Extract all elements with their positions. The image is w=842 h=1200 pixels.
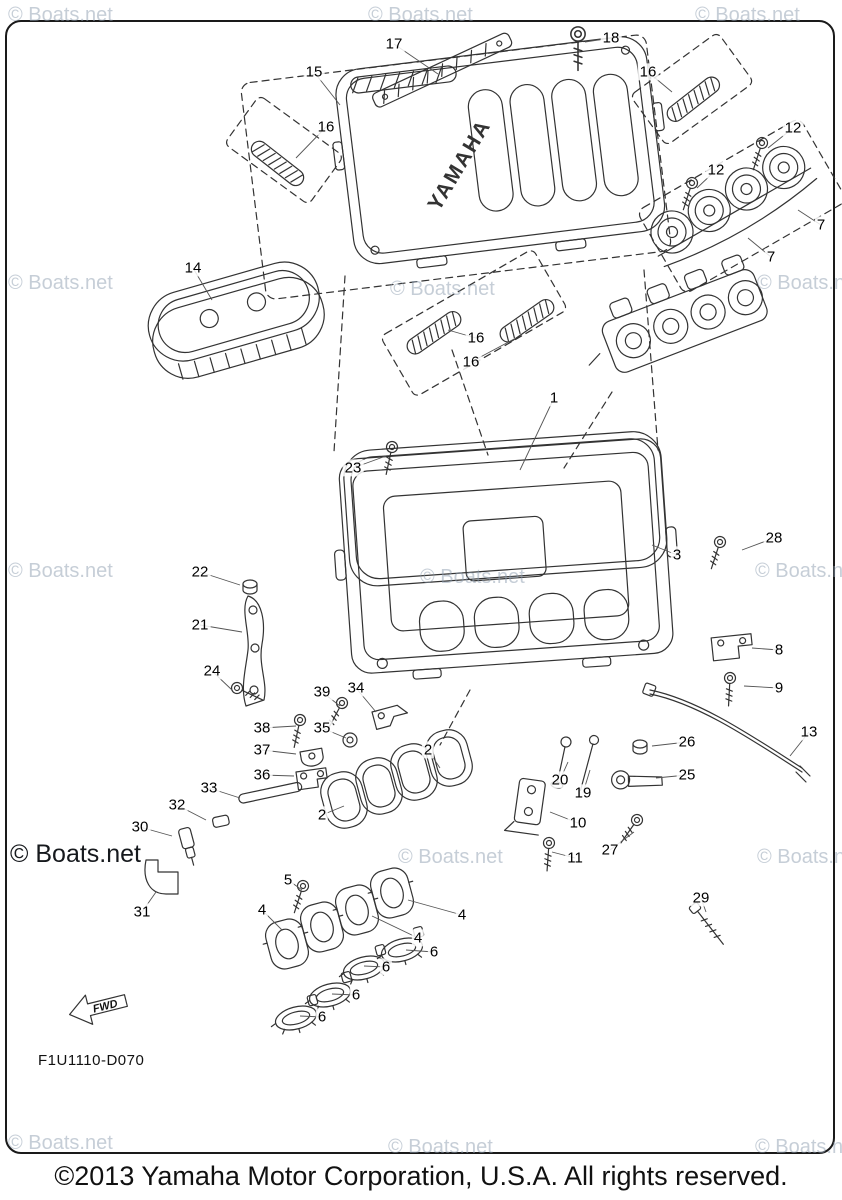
callout-11: 11 bbox=[565, 849, 585, 867]
callout-36: 36 bbox=[251, 766, 273, 784]
callout-20: 20 bbox=[549, 771, 571, 789]
carburetor-joints bbox=[642, 138, 818, 268]
fwd-arrow-label: FWD bbox=[92, 998, 119, 1016]
grommet-35 bbox=[342, 732, 358, 748]
bolt-19 bbox=[579, 734, 600, 791]
bracket-arm bbox=[242, 595, 266, 707]
callout-37: 37 bbox=[251, 741, 273, 759]
callout-8: 8 bbox=[772, 641, 786, 659]
valve-30 bbox=[178, 826, 196, 866]
callout-26: 26 bbox=[676, 733, 698, 751]
callout-27: 27 bbox=[599, 841, 621, 859]
bracket-10 bbox=[503, 777, 546, 836]
callout-3: 3 bbox=[670, 546, 684, 564]
callout-2: 2 bbox=[315, 806, 329, 824]
callout-19: 19 bbox=[572, 784, 594, 802]
clamp-37 bbox=[299, 747, 324, 767]
callout-29: 29 bbox=[690, 889, 712, 907]
callout-16: 16 bbox=[465, 329, 487, 347]
callout-6: 6 bbox=[315, 1008, 329, 1026]
callout-30: 30 bbox=[129, 818, 151, 836]
case-seal bbox=[343, 431, 668, 587]
callout-16: 16 bbox=[315, 118, 337, 136]
spacer-32 bbox=[211, 814, 230, 828]
callout-35: 35 bbox=[311, 719, 333, 737]
air-filter-element bbox=[147, 261, 325, 380]
callout-16: 16 bbox=[460, 353, 482, 371]
callout-22: 22 bbox=[189, 563, 211, 581]
callout-4: 4 bbox=[255, 901, 269, 919]
callout-12: 12 bbox=[782, 119, 804, 137]
callout-39: 39 bbox=[311, 683, 333, 701]
callout-7: 7 bbox=[814, 216, 828, 234]
callout-28: 28 bbox=[763, 529, 785, 547]
rod-33 bbox=[238, 781, 303, 804]
callout-15: 15 bbox=[303, 63, 325, 81]
bracket-8 bbox=[710, 633, 753, 662]
callout-4: 4 bbox=[411, 929, 425, 947]
callout-31: 31 bbox=[131, 903, 153, 921]
diagram-code: F1U1110-D070 bbox=[38, 1052, 145, 1069]
callout-16: 16 bbox=[637, 63, 659, 81]
callout-32: 32 bbox=[166, 796, 188, 814]
callout-6: 6 bbox=[349, 986, 363, 1004]
page-border bbox=[5, 20, 835, 1154]
callout-21: 21 bbox=[189, 616, 211, 634]
throttle-cable bbox=[642, 682, 811, 783]
callout-6: 6 bbox=[427, 943, 441, 961]
copyright-footer: ©2013 Yamaha Motor Corporation, U.S.A. A… bbox=[54, 1161, 788, 1191]
bracket-34 bbox=[371, 704, 409, 730]
intake-case bbox=[333, 438, 678, 680]
callout-25: 25 bbox=[676, 766, 698, 784]
callout-1: 1 bbox=[547, 389, 561, 407]
callout-24: 24 bbox=[201, 662, 223, 680]
fwd-arrow: FWD bbox=[69, 994, 128, 1025]
callout-2: 2 bbox=[421, 741, 435, 759]
callout-12: 12 bbox=[705, 161, 727, 179]
callout-18: 18 bbox=[600, 29, 622, 47]
callout-14: 14 bbox=[182, 259, 204, 277]
callout-34: 34 bbox=[345, 679, 367, 697]
callout-33: 33 bbox=[198, 779, 220, 797]
callout-13: 13 bbox=[798, 723, 820, 741]
callout-10: 10 bbox=[567, 814, 589, 832]
callout-9: 9 bbox=[772, 679, 786, 697]
callout-4: 4 bbox=[455, 906, 469, 924]
clip-31 bbox=[144, 859, 179, 895]
callout-5: 5 bbox=[281, 871, 295, 889]
lever-25 bbox=[611, 770, 663, 790]
throttle-body-assembly bbox=[588, 254, 768, 373]
callout-38: 38 bbox=[251, 719, 273, 737]
callout-7: 7 bbox=[764, 248, 778, 266]
callout-6: 6 bbox=[379, 958, 393, 976]
bracket-36 bbox=[295, 767, 328, 791]
cover-trim-strip bbox=[372, 32, 513, 108]
callout-17: 17 bbox=[383, 35, 405, 53]
callout-23: 23 bbox=[342, 459, 364, 477]
